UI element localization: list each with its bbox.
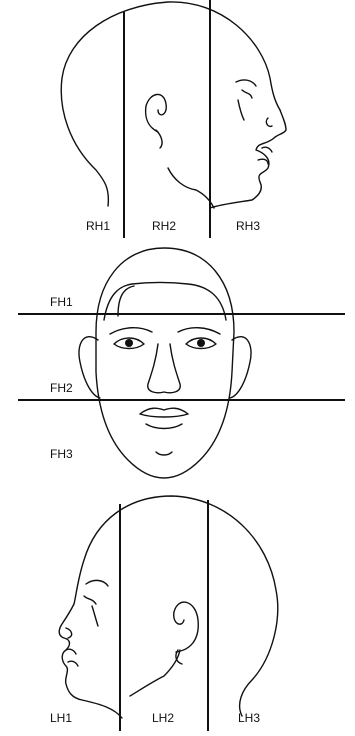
- frontal-panel: FH1 FH2 FH3: [18, 248, 345, 478]
- rh1-label: RH1: [86, 219, 110, 233]
- left-profile-head: [59, 496, 278, 718]
- fh2-label: FH2: [50, 381, 73, 395]
- frontal-head: [79, 248, 251, 478]
- rh3-label: RH3: [236, 219, 260, 233]
- rh2-label: RH2: [152, 219, 176, 233]
- right-profile-head: [61, 2, 286, 208]
- right-profile-panel: RH1 RH2 RH3: [61, 0, 286, 238]
- lh2-label: LH2: [152, 711, 174, 725]
- left-profile-panel: LH1 LH2 LH3: [50, 496, 278, 731]
- lh1-label: LH1: [50, 711, 72, 725]
- fh3-label: FH3: [50, 447, 73, 461]
- left-eye-pupil: [125, 339, 133, 347]
- right-eye-pupil: [197, 339, 205, 347]
- lh3-label: LH3: [238, 711, 260, 725]
- fh1-label: FH1: [50, 295, 73, 309]
